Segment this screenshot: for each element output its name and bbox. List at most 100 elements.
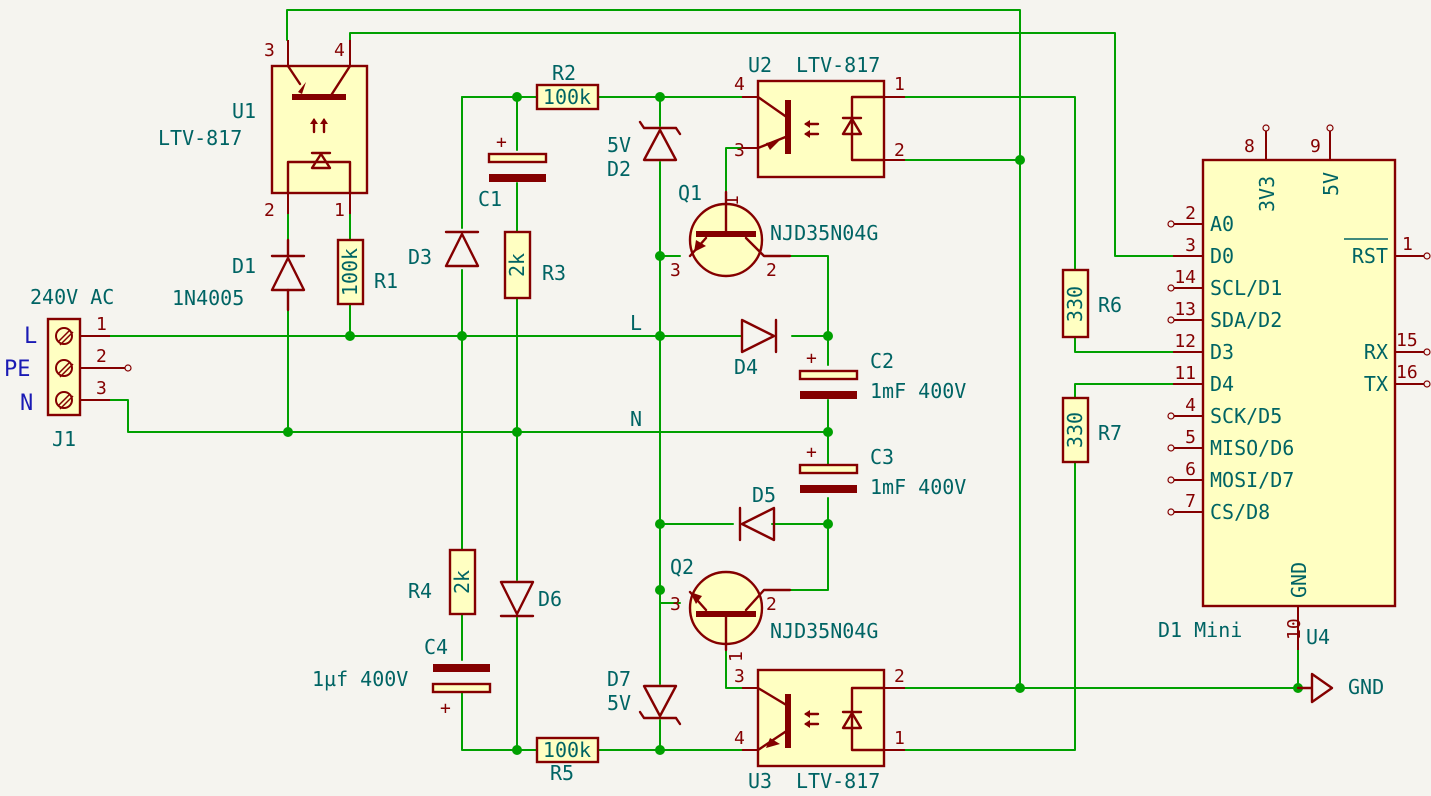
pin-number: 3 [264,40,275,61]
component-ref: R5 [550,761,574,785]
capacitor-c2[interactable]: + C2 1mF 400V [798,348,966,403]
capacitor-c3[interactable]: + C3 1mF 400V [798,442,966,499]
resistor-r4[interactable]: 2k R4 [408,548,477,616]
no-connect-marker [1167,316,1175,324]
gnd-label: GND [1348,675,1384,699]
pin-number: 2 [264,200,275,221]
pin-number: 4 [1185,395,1196,416]
pin-name: 5V [1319,172,1343,196]
optocoupler-u3[interactable]: 3 4 2 1 U3 LTV-817 [734,666,905,793]
pin-number: 3 [96,378,107,399]
pin-number: 3 [734,140,745,161]
pin-number: 12 [1174,331,1196,352]
zener-d2[interactable]: 5V D2 [607,120,682,181]
connector-j1[interactable]: 1 2 3 L PE N 240V AC J1 [4,285,132,451]
pin-number: 4 [734,74,745,95]
component-value: D1 Mini [1158,618,1242,642]
junction-dot [457,331,467,341]
resistor-r6[interactable]: 330 R6 [1061,268,1122,339]
pin-number: 2 [766,260,777,281]
component-ref: D1 [232,254,256,278]
pin-name: GND [1287,562,1311,598]
no-connect-marker [1167,508,1175,516]
net-label-l: L [630,311,642,335]
pin-name: TX [1364,372,1388,396]
pin-name: RX [1364,340,1388,364]
component-value: 1N4005 [172,286,244,310]
junction-dot [823,331,833,341]
component-ref: J1 [52,427,76,451]
component-ref: D7 [607,667,631,691]
diode-d6[interactable]: D6 [499,580,562,618]
component-ref: U2 [748,53,772,77]
component-ref: R4 [408,579,432,603]
component-ref: C3 [870,445,894,469]
pin-name: D0 [1210,244,1234,268]
component-value: LTV-817 [796,53,880,77]
component-value: NJD35N04G [770,221,878,245]
pin-number: 2 [766,594,777,615]
junction-dot [1015,683,1025,693]
resistor-r3[interactable]: 2k R3 [503,230,566,300]
resistor-r2[interactable]: 100k R2 [535,61,600,111]
transistor-q2[interactable]: 3 2 1 Q2 NJD35N04G [670,555,878,662]
junction-dot [512,427,522,437]
optocoupler-u1[interactable]: 3 4 2 1 U1 LTV-817 [158,40,369,221]
pin-number: 9 [1310,136,1321,157]
resistor-r7[interactable]: 330 R7 [1061,396,1122,464]
component-value: 240V AC [30,285,114,309]
diode-d4[interactable]: D4 [734,318,778,379]
resistor-body [1061,268,1090,339]
zener-d7[interactable]: D7 5V [607,667,682,726]
component-value: 330 [1063,286,1087,322]
resistor-body [336,238,365,306]
pin-name: MOSI/D7 [1210,468,1294,492]
diode-d1[interactable]: D1 1N4005 [172,238,306,312]
resistor-r1[interactable]: 100k R1 [336,238,398,306]
junction-dot [655,519,665,529]
junction-dot [655,251,665,261]
resistor-body [448,548,477,616]
no-connect-marker [1167,284,1175,292]
capacitor-c1[interactable]: + C1 [478,132,548,211]
junction-dot [655,331,665,341]
capacitor-c4[interactable]: + C4 1µf 400V [312,635,492,719]
resistor-r5[interactable]: 100k R5 [535,736,600,785]
component-value: 5V [607,691,631,715]
junction-dot [823,427,833,437]
pin-number: 16 [1396,362,1418,383]
polarity-mark: + [440,698,451,719]
gnd-symbol[interactable]: GND [1296,672,1384,704]
junction-dot [655,585,665,595]
pin-number: 8 [1244,136,1255,157]
optocoupler-body [756,79,886,179]
diode-d5[interactable]: D5 [738,483,776,542]
optocoupler-body [756,668,886,768]
transistor-q1[interactable]: 1 2 3 Q1 NJD35N04G [670,181,878,281]
junction-dot [655,745,665,755]
pin-number: 1 [726,651,747,662]
diode-d3[interactable]: D3 [408,230,480,269]
junction-dot [512,745,522,755]
pin-number: 13 [1174,299,1196,320]
pin-number: 4 [334,40,345,61]
resistor-body [1061,396,1090,464]
pin-number: 3 [670,260,681,281]
junctions [283,92,1303,755]
pin-name-rst: RST [1352,244,1388,268]
pin-number: 2 [894,140,905,161]
pin-number: 5 [1185,427,1196,448]
component-value: LTV-817 [796,769,880,793]
optocoupler-u2[interactable]: 4 3 1 2 U2 LTV-817 [734,53,905,179]
component-value: 5V [607,133,631,157]
no-connect-marker [1167,412,1175,420]
component-value: 1mF 400V [870,475,966,499]
component-value: 2k [450,570,474,594]
capacitor-plate [798,369,859,381]
side-label-pe: PE [4,357,31,382]
component-ref: R1 [374,269,398,293]
pin-number: 6 [1185,459,1196,480]
component-ref: C1 [478,187,502,211]
